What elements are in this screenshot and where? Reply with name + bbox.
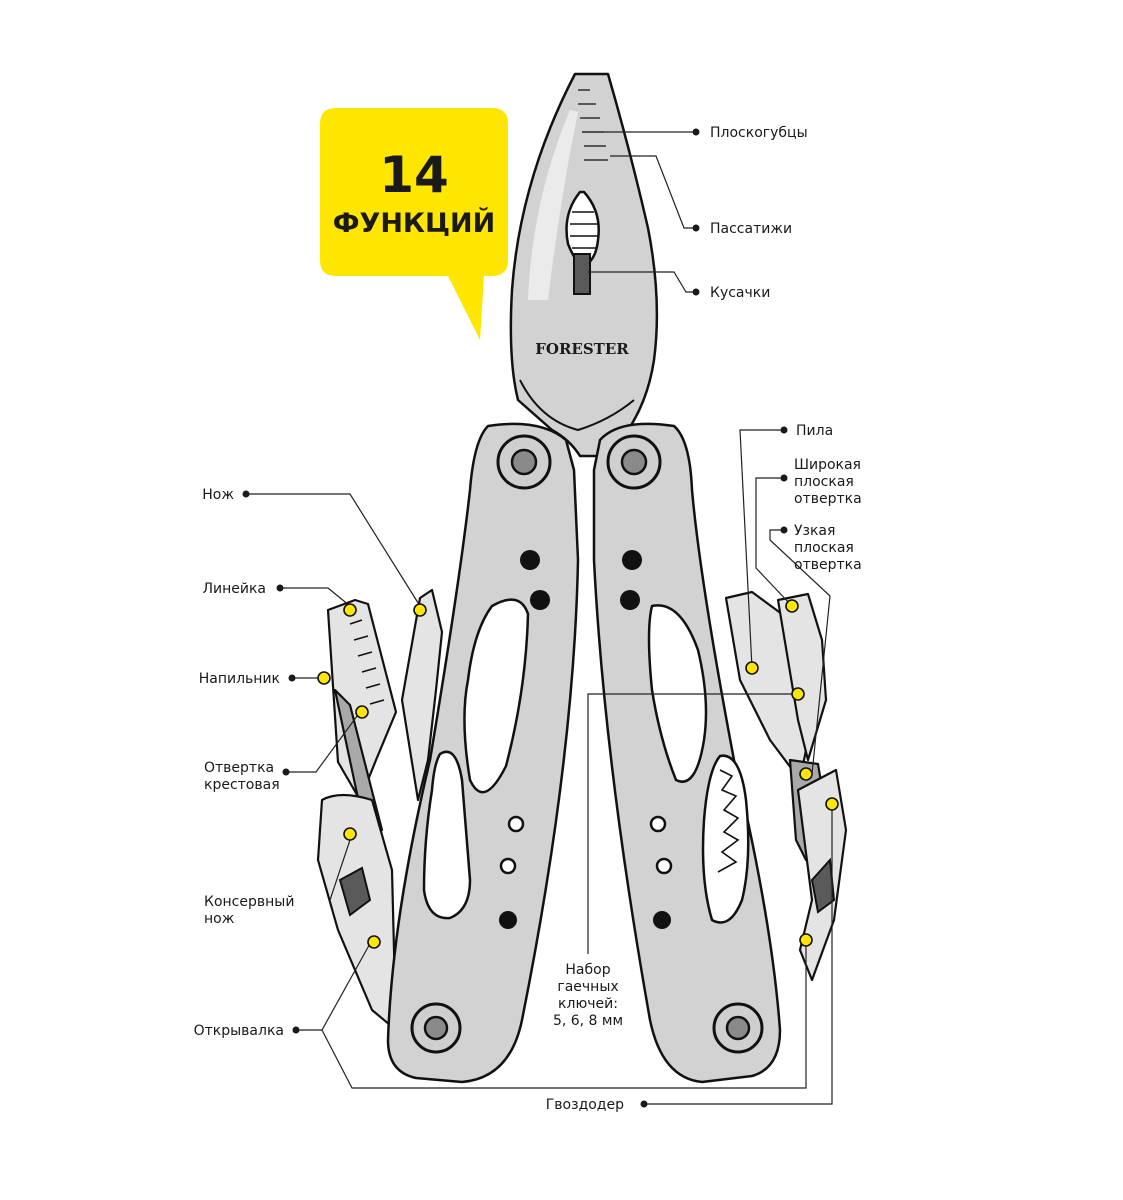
wire-cutter — [573, 253, 591, 295]
label-konservny-2: нож — [204, 911, 235, 927]
right-screw-bottom — [712, 1002, 764, 1054]
label-otvertka-2: крестовая — [204, 777, 280, 793]
label-narrow-1: Узкая — [794, 523, 835, 539]
label-wide-1: Широкая — [794, 457, 861, 473]
label-otvertka-1: Отвертка — [204, 760, 274, 776]
label-narrow-2: плоская — [794, 540, 854, 556]
right-rivet-3 — [653, 911, 671, 929]
right-rivet-2 — [620, 590, 640, 610]
label-pila: Пила — [796, 423, 833, 439]
left-handle-cutout-top — [463, 598, 530, 794]
left-screw-bottom — [410, 1002, 462, 1054]
right-handle — [592, 422, 782, 1084]
knife-blade — [400, 588, 444, 802]
right-rivet-1 — [622, 550, 642, 570]
label-dots — [242, 128, 788, 1108]
label-ploskogubtsy: Плоскогубцы — [710, 125, 808, 141]
marker-narrow-screwdriver — [799, 767, 813, 781]
left-screw-top — [496, 434, 552, 490]
left-rivet-3 — [499, 911, 517, 929]
label-gvozdoder: Гвоздодер — [546, 1097, 624, 1113]
label-nozh: Нож — [202, 487, 234, 503]
left-rivet-2 — [530, 590, 550, 610]
teeth-hatch — [570, 211, 598, 249]
label-kusachki: Кусачки — [710, 285, 770, 301]
left-hole-1 — [507, 815, 525, 833]
left-hole-2 — [499, 857, 517, 875]
marker-phillips — [355, 705, 369, 719]
ruler-ticks — [349, 619, 385, 705]
label-nabor-4: 5, 6, 8 мм — [553, 1013, 623, 1029]
marker-saw — [745, 661, 759, 675]
marker-wide-screwdriver — [785, 599, 799, 613]
badge-number: 14 — [379, 146, 449, 204]
label-nabor-1: Набор — [565, 962, 610, 978]
marker-wrench — [791, 687, 805, 701]
ruler-tool — [326, 598, 398, 802]
label-wide-2: плоская — [794, 474, 854, 490]
marker-claw — [825, 797, 839, 811]
left-handle-cutout-bottom — [422, 750, 472, 920]
claw-inner — [810, 857, 836, 914]
marker-ruler — [343, 603, 357, 617]
leader-lines — [246, 131, 833, 1105]
left-tool-stack — [316, 588, 444, 1032]
label-napilnik: Напильник — [199, 671, 280, 687]
markers — [317, 599, 839, 949]
marker-can-opener — [343, 827, 357, 841]
pliers-jaw-shade — [528, 110, 578, 300]
right-hole-1 — [649, 815, 667, 833]
left-rivet-1 — [520, 550, 540, 570]
pivot-curve — [519, 379, 635, 432]
pliers-head: FORESTER — [509, 72, 659, 458]
badge-word: ФУНКЦИЙ — [333, 207, 496, 239]
right-hole-2 — [655, 857, 673, 875]
marker-knife — [413, 603, 427, 617]
label-narrow-3: отвертка — [794, 557, 862, 573]
label-nabor-2: гаечных — [557, 979, 618, 995]
can-opener-tool — [316, 793, 398, 1032]
marker-nail-puller — [799, 933, 813, 947]
right-handle-cutout-bottom — [701, 754, 750, 924]
wide-screwdriver-tool — [776, 592, 828, 762]
brand-logo: FORESTER — [535, 340, 629, 358]
right-screw-top — [606, 434, 662, 490]
label-passatizhi: Пассатижи — [710, 221, 792, 237]
label-lineyka: Линейка — [202, 581, 266, 597]
marker-file — [317, 671, 331, 685]
label-wide-3: отвертка — [794, 491, 862, 507]
label-otkryvalka: Открывалка — [194, 1023, 284, 1039]
labels: Плоскогубцы Пассатижи Кусачки Пила Широк… — [194, 125, 862, 1113]
right-tool-stack — [724, 590, 848, 982]
marker-bottle-opener — [367, 935, 381, 949]
badge: 14 ФУНКЦИЙ — [320, 108, 508, 340]
saw-teeth — [717, 769, 740, 873]
label-nabor-3: ключей: — [558, 996, 618, 1012]
left-handle — [386, 422, 580, 1084]
can-opener-hook — [338, 866, 372, 917]
label-konservny-1: Консервный — [204, 894, 294, 910]
badge-bubble — [320, 108, 508, 340]
